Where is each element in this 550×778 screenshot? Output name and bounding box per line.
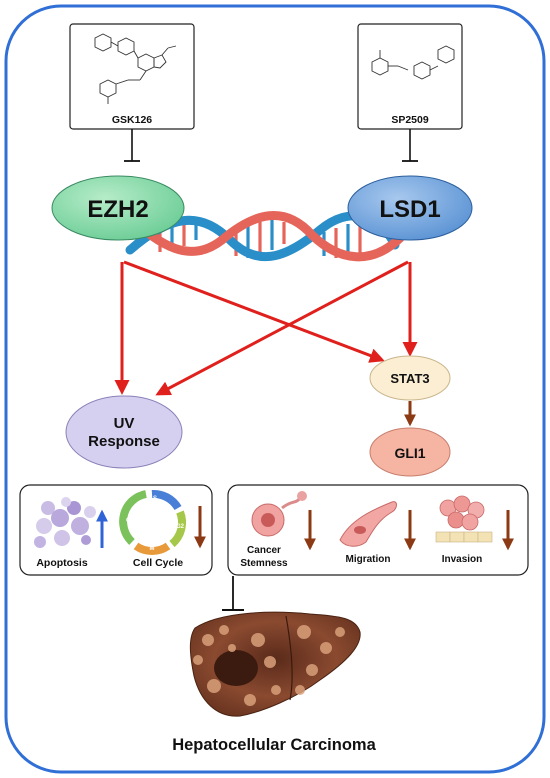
gsk126-structure-icon xyxy=(94,33,177,104)
stat3-label: STAT3 xyxy=(390,371,429,386)
cancer-stemness-label-line2: Stemness xyxy=(240,558,288,569)
migration-cell-icon xyxy=(339,501,397,547)
apoptosis-cells-icon xyxy=(34,497,96,548)
cycle-phase-g2: G2 xyxy=(176,524,185,530)
cancer-stemness-icon xyxy=(251,491,307,537)
sp2509-structure-icon xyxy=(371,45,455,80)
sp2509-box: SP2509 xyxy=(357,23,463,130)
stat3-node: STAT3 xyxy=(369,355,451,401)
left-outcome-panel: Apoptosis S G2 M G1 Cell Cycle xyxy=(19,484,213,576)
liver-tumor-icon xyxy=(189,611,361,717)
cycle-phase-g1: G1 xyxy=(126,518,135,524)
cancer-stemness-label-line1: Cancer xyxy=(247,545,281,556)
invasion-cells-icon xyxy=(435,495,493,543)
uv-response-label-line2: Response xyxy=(88,433,160,450)
arrow-ezh2-to-stat3 xyxy=(123,260,385,363)
ezh2-node: EZH2 xyxy=(51,175,185,241)
hepatocellular-carcinoma-label: Hepatocellular Carcinoma xyxy=(172,736,376,754)
cycle-phase-m: M xyxy=(150,546,155,552)
arrow-lsd1-to-uv xyxy=(155,260,409,396)
cell-cycle-label: Cell Cycle xyxy=(133,557,183,569)
uv-response-label-line1: UV xyxy=(114,415,135,432)
migration-label: Migration xyxy=(346,554,391,565)
uv-response-node: UV Response xyxy=(65,395,183,469)
gsk126-box: GSK126 xyxy=(69,23,195,130)
cell-cycle-ring-icon: S G2 M G1 xyxy=(119,489,186,556)
ezh2-label: EZH2 xyxy=(87,196,148,223)
right-outcome-panel: Cancer Stemness Migration Invasion xyxy=(227,484,529,576)
invasion-label: Invasion xyxy=(442,554,483,565)
cycle-phase-s: S xyxy=(153,496,157,502)
sp2509-label: SP2509 xyxy=(391,114,429,126)
gsk126-label: GSK126 xyxy=(112,114,152,126)
apoptosis-label: Apoptosis xyxy=(36,557,87,569)
gli1-node: GLI1 xyxy=(369,427,451,477)
lsd1-node: LSD1 xyxy=(347,175,473,241)
lsd1-label: LSD1 xyxy=(379,196,440,223)
gli1-label: GLI1 xyxy=(394,445,425,461)
